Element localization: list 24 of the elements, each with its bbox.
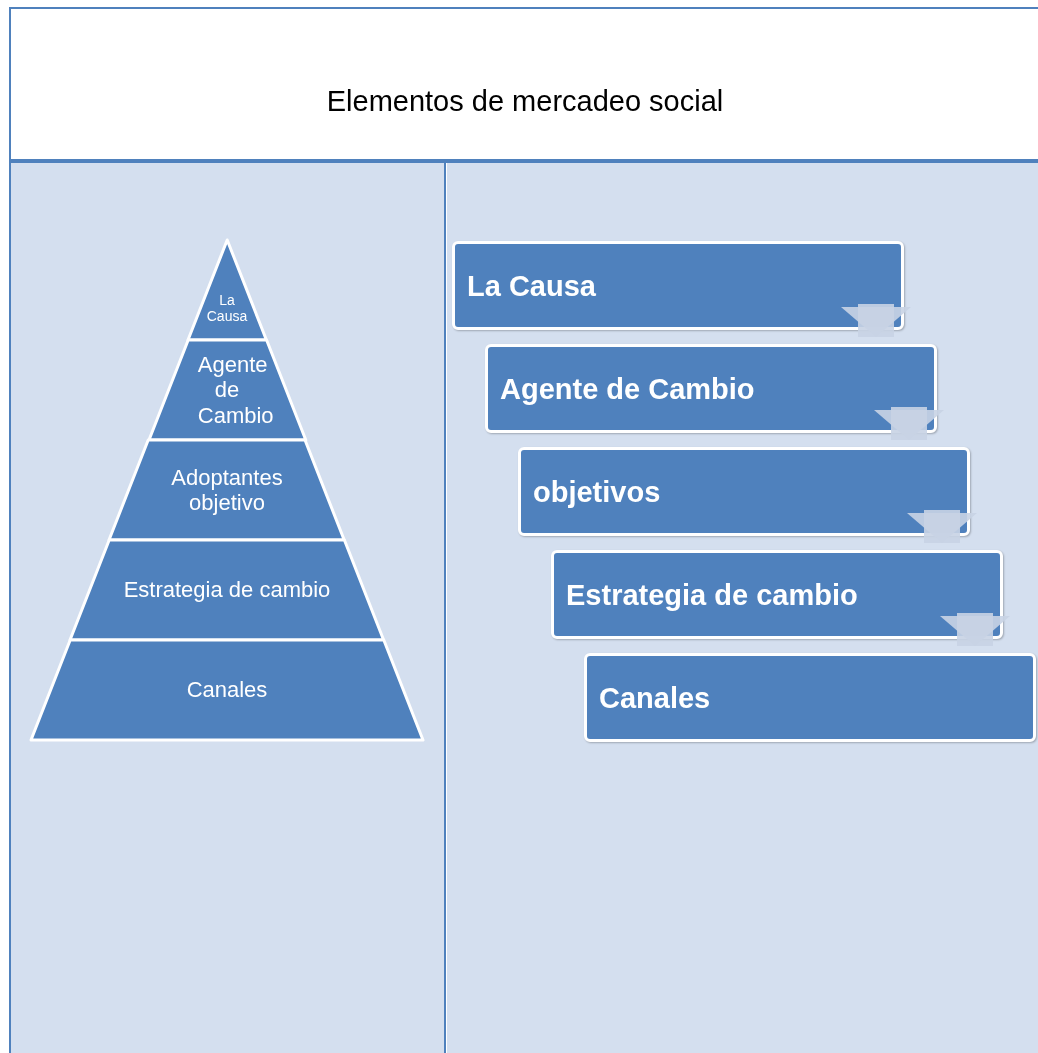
step-label: Agente de Cambio: [500, 372, 755, 405]
pyramid-layer: [109, 440, 345, 540]
step-label: objetivos: [533, 475, 661, 508]
title: Elementos de mercadeo social: [325, 85, 725, 118]
layer-label: Estrategia de cambio: [122, 577, 332, 603]
layer-label: Canales: [185, 677, 269, 703]
down-arrow: [907, 510, 977, 543]
step-label: Estrategia de cambio: [566, 578, 858, 611]
pyramid-apex: [187, 240, 267, 340]
step-box: [485, 344, 937, 433]
pyramid-layer: [31, 640, 423, 740]
down-arrow: [874, 407, 944, 440]
down-arrow: [841, 304, 911, 337]
step-box: [584, 653, 1036, 742]
step-box: [551, 550, 1003, 639]
step-label: La Causa: [467, 269, 596, 302]
step-label: Canales: [599, 681, 711, 714]
layer-label: Agente de Cambio: [196, 352, 275, 428]
step-box: [452, 241, 904, 330]
layer-label: Adoptantes objetivo: [170, 464, 284, 516]
pyramid-layer: [148, 340, 306, 440]
layer-label: La Causa: [205, 292, 249, 325]
step-box: [518, 447, 970, 536]
down-arrow: [940, 613, 1010, 646]
